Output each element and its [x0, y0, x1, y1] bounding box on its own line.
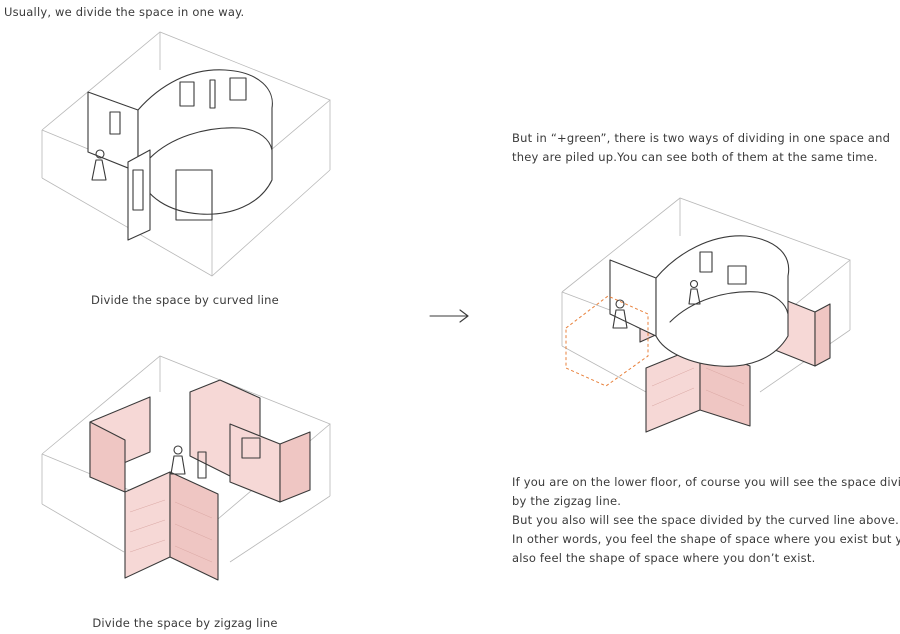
dashed-footprint [565, 295, 649, 387]
lower-floor-line-1: If you are on the lower floor, of course… [512, 475, 900, 489]
window [109, 111, 121, 135]
intro-note: Usually, we divide the space in one way. [4, 5, 245, 19]
caption-curved-line: Divide the space by curved line [91, 293, 279, 307]
door-panel [127, 149, 151, 241]
curved-line-diagram [41, 31, 331, 277]
caption-zigzag-line: Divide the space by zigzag line [92, 616, 278, 630]
lower-floor-line-4: In other words, you feel the shape of sp… [512, 532, 900, 546]
curved-wall [137, 69, 273, 215]
lower-floor-line-5: also feel the shape of space where you d… [512, 551, 816, 565]
person-figure [95, 149, 105, 159]
right-arrow-icon [429, 309, 469, 323]
lower-floor-line-2: by the zigzag line. [512, 494, 622, 508]
straight-wall [609, 259, 657, 337]
green-explanation-line-1: But in “+green”, there is two ways of di… [512, 131, 891, 145]
curved-wall [655, 235, 790, 367]
lower-floor-line-3: But you also will see the space divided … [512, 513, 900, 527]
person-figure [615, 299, 625, 309]
person-figure [173, 445, 183, 455]
bounding-box-outline [561, 197, 851, 393]
combined-diagram [561, 197, 851, 433]
green-explanation-line-2: they are piled up.You can see both of th… [512, 150, 878, 164]
zigzag-line-diagram [41, 355, 331, 581]
